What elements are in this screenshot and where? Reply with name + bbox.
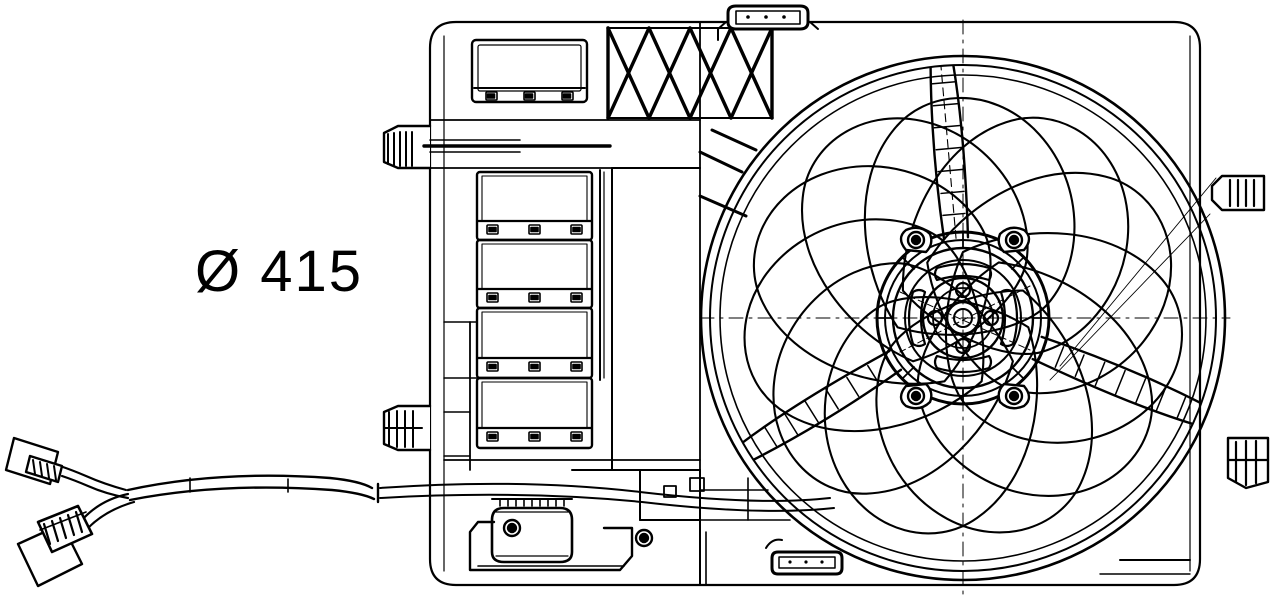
connector-large bbox=[16, 504, 94, 588]
control-module bbox=[468, 498, 654, 572]
bracket-bottom bbox=[765, 538, 844, 576]
cable-routing bbox=[376, 482, 835, 512]
lattice-grille bbox=[606, 26, 774, 120]
shroud-lower-detail bbox=[571, 469, 791, 586]
tab-right-upper bbox=[1210, 174, 1266, 212]
panel-clip bbox=[485, 91, 574, 101]
tab-right-lower bbox=[1226, 436, 1270, 490]
list-item bbox=[475, 170, 594, 242]
fan-support-arms bbox=[739, 65, 1205, 462]
module-mount-hole bbox=[502, 518, 654, 548]
connector-small bbox=[4, 436, 64, 486]
list-item bbox=[475, 376, 594, 450]
shroud-center-body bbox=[611, 167, 701, 471]
diameter-dimension-label: Ø 415 bbox=[195, 239, 363, 304]
list-item bbox=[475, 238, 594, 310]
hub-mount-ear bbox=[899, 226, 1031, 410]
tab-left-lower bbox=[382, 404, 432, 452]
leader-lines bbox=[698, 128, 758, 218]
tab-left-upper bbox=[382, 124, 612, 170]
fan-blades bbox=[743, 96, 1184, 535]
list-item bbox=[475, 306, 594, 380]
shroud-lower-right bbox=[1099, 559, 1191, 575]
bracket-top bbox=[717, 4, 819, 41]
cooling-fan bbox=[698, 19, 1231, 601]
wiring-harness bbox=[4, 436, 376, 588]
fan-centerline bbox=[699, 19, 1231, 601]
shroud-housing bbox=[428, 20, 1202, 587]
top-access-panel bbox=[470, 38, 589, 104]
panel-stack bbox=[443, 169, 605, 471]
